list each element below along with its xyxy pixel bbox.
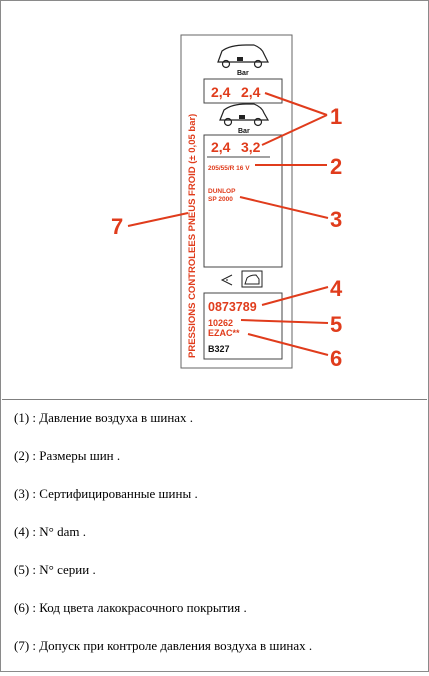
legend-item-4: (4) : N° dam . <box>14 524 86 539</box>
callout-2: 2 <box>330 154 342 179</box>
tyre-pressure-label-diagram: PRESSIONS CONTROLEES PNEUS FROID (± 0,05… <box>111 34 343 371</box>
dam-number: 0873789 <box>208 300 257 314</box>
callout-7: 7 <box>111 214 123 239</box>
ref-code: B327 <box>208 344 230 354</box>
legend-item-6: (6) : Код цвета лакокрасочного покрытия … <box>14 600 247 615</box>
separator-line <box>2 399 427 400</box>
identification-box <box>203 292 283 360</box>
callout-4: 4 <box>330 276 343 301</box>
legend-item-2: (2) : Размеры шин . <box>14 448 121 463</box>
callout-3: 3 <box>330 207 342 232</box>
leader-3 <box>239 196 329 219</box>
pressure-box-1 <box>203 78 283 104</box>
row2-front-pressure: 2,4 <box>211 139 231 155</box>
legend-item-1: (1) : Давление воздуха в шинах . <box>14 410 194 425</box>
row1-rear-pressure: 2,4 <box>241 84 261 100</box>
label-plate <box>180 34 293 369</box>
serial-number: 10262 <box>208 318 233 328</box>
unit-label-1: Bar <box>237 70 249 77</box>
leader-6 <box>247 333 329 356</box>
callout-1: 1 <box>330 104 342 129</box>
car-icon <box>219 103 270 127</box>
tyre-brand-line1: DUNLOP <box>208 188 236 195</box>
row1-front-pressure: 2,4 <box>211 84 231 100</box>
tyre-brand-line2: SP 2000 <box>208 196 233 203</box>
leader-lines <box>127 92 329 356</box>
leader-5 <box>240 319 329 324</box>
paint-code: EZAC** <box>208 328 240 338</box>
loaded-car-icon <box>217 44 269 69</box>
leader-1b <box>261 114 328 146</box>
arrow-icon <box>220 274 233 286</box>
row2-rear-pressure: 3,2 <box>241 139 261 155</box>
legend-item-7: (7) : Допуск при контроле давления возду… <box>14 638 313 653</box>
leader-7 <box>127 212 189 227</box>
legend-list: (1) : Давление воздуха в шинах . (2) : Р… <box>14 410 312 676</box>
callout-5: 5 <box>330 312 342 337</box>
car-door-icon <box>241 270 263 288</box>
tyre-size: 205/55/R 16 V <box>208 165 250 172</box>
callout-6: 6 <box>330 346 342 371</box>
legend-item-3: (3) : Сертифицированные шины . <box>14 486 198 501</box>
leader-4 <box>261 286 329 306</box>
legend-item-5: (5) : N° серии . <box>14 562 96 577</box>
leader-1a <box>264 92 328 116</box>
unit-label-2: Bar <box>238 128 250 135</box>
pressure-box-2 <box>203 134 283 268</box>
vertical-title: PRESSIONS CONTROLEES PNEUS FROID (± 0,05… <box>187 114 198 358</box>
